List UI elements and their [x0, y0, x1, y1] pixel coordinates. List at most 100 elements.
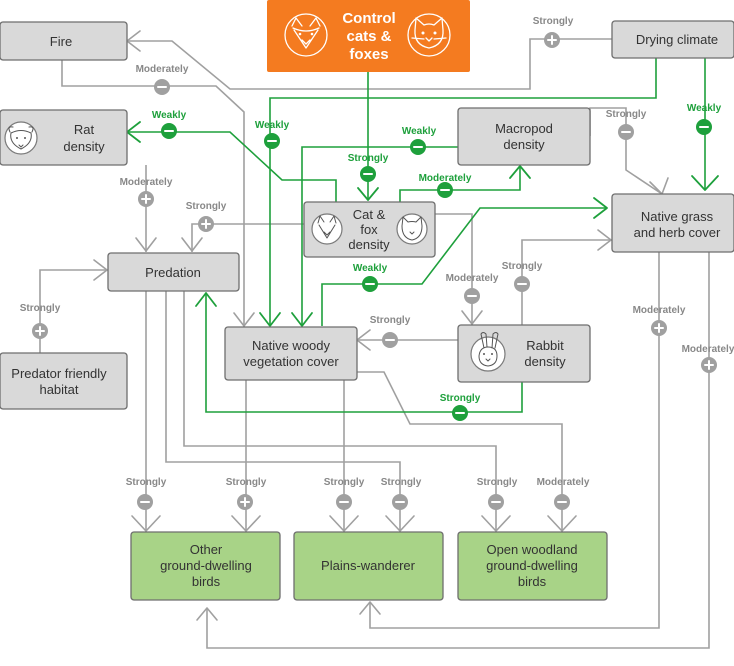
svg-text:Fire: Fire	[50, 34, 72, 49]
svg-text:Plains-wanderer: Plains-wanderer	[321, 558, 416, 573]
link-fire-to-woody: Moderately	[136, 64, 189, 95]
link-strength-label: Strongly	[126, 477, 167, 488]
link-catfox-to-predation: Strongly	[186, 201, 227, 232]
link-rabbit-to-predation: Strongly	[440, 393, 481, 421]
svg-text:Drying climate: Drying climate	[636, 32, 718, 47]
link-woody-to-plains: Strongly	[324, 477, 365, 510]
link-strength-label: Moderately	[446, 273, 499, 284]
link-predation-to-plains: Strongly	[381, 477, 422, 510]
link-labels: StronglyModeratelyWeaklyWeaklyStronglyWe…	[20, 16, 734, 510]
node-native-woody-vegetation-cover[interactable]: Native woody vegetation cover	[224, 326, 358, 381]
link-rabbit-to-woody: Strongly	[370, 315, 411, 348]
svg-text:density: density	[63, 139, 105, 154]
svg-text:foxes: foxes	[349, 46, 388, 63]
svg-text:Rat: Rat	[74, 122, 95, 137]
fox-face-icon	[311, 213, 343, 245]
svg-text:Control: Control	[342, 10, 395, 27]
node-fire[interactable]: Fire	[0, 21, 128, 61]
svg-text:Native grass: Native grass	[641, 209, 714, 224]
svg-text:birds: birds	[192, 574, 221, 589]
arrow-heads	[93, 30, 719, 621]
link-control-to-woody: Weakly	[255, 120, 290, 149]
link-strength-label: Strongly	[348, 153, 389, 164]
node-rabbit-density[interactable]: Rabbit density	[457, 324, 591, 383]
link-strength-label: Weakly	[687, 103, 722, 114]
link-strength-label: Weakly	[152, 110, 187, 121]
node-drying-climate[interactable]: Drying climate	[611, 20, 734, 59]
link-drying-to-grass: Weakly	[687, 103, 722, 135]
link-strength-label: Strongly	[226, 477, 267, 488]
node-plains-wanderer[interactable]: Plains-wanderer	[293, 531, 444, 601]
rabbit-face-icon	[470, 332, 506, 372]
link-strength-label: Strongly	[381, 477, 422, 488]
link-strength-label: Moderately	[633, 305, 686, 316]
svg-text:Rabbit: Rabbit	[526, 338, 564, 353]
link-catfox-to-grass: Weakly	[353, 263, 388, 292]
link-strength-label: Strongly	[606, 109, 647, 120]
svg-text:Cat &: Cat &	[353, 207, 386, 222]
cat-face-icon	[396, 213, 428, 245]
svg-text:cats &: cats &	[346, 28, 391, 45]
link-strength-label: Strongly	[477, 477, 518, 488]
node-other-ground-dwelling-birds[interactable]: Other ground-dwelling birds	[130, 531, 281, 601]
link-strength-label: Moderately	[120, 177, 173, 188]
svg-text:density: density	[348, 237, 390, 252]
svg-text:Predator friendly: Predator friendly	[11, 366, 107, 381]
node-predation[interactable]: Predation	[107, 252, 240, 292]
svg-text:ground-dwelling: ground-dwelling	[486, 558, 578, 573]
link-strength-label: Moderately	[136, 64, 189, 75]
link-catfox-to-rat: Weakly	[152, 110, 187, 139]
link-predation-to-woodland: Strongly	[477, 477, 518, 510]
link-strength-label: Strongly	[370, 315, 411, 326]
svg-text:Native woody: Native woody	[252, 338, 331, 353]
link-strength-label: Weakly	[353, 263, 388, 274]
svg-text:vegetation cover: vegetation cover	[243, 354, 339, 369]
node-native-grass-herb-cover[interactable]: Native grass and herb cover	[611, 193, 734, 253]
link-rat-to-predation: Moderately	[120, 177, 173, 207]
node-cat-fox-density[interactable]: Cat & fox density	[303, 201, 436, 258]
fox-face-icon	[284, 13, 328, 57]
link-catfox-to-macropod: Moderately	[419, 173, 472, 198]
link-strength-label: Strongly	[20, 303, 61, 314]
link-predation-to-other: Strongly	[126, 477, 167, 510]
link-woody-to-woodland: Moderately	[537, 477, 590, 510]
link-strength-label: Weakly	[255, 120, 290, 131]
rat-face-icon	[4, 121, 38, 155]
link-grass-to-other: Moderately	[682, 344, 734, 373]
svg-text:density: density	[503, 137, 545, 152]
link-drying-to-fire: Strongly	[533, 16, 574, 48]
node-rat-density[interactable]: Rat density	[0, 109, 128, 166]
link-strength-label: Moderately	[419, 173, 472, 184]
link-strength-label: Moderately	[682, 344, 734, 355]
link-catfox-to-rabbit: Moderately	[446, 273, 499, 304]
node-macropod-density[interactable]: Macropod density	[457, 107, 591, 166]
link-habitat-to-predation: Strongly	[20, 303, 61, 339]
link-woody-to-other: Strongly	[226, 477, 267, 510]
link-rabbit-to-grass: Strongly	[502, 261, 543, 292]
svg-text:density: density	[524, 354, 566, 369]
svg-text:ground-dwelling: ground-dwelling	[160, 558, 252, 573]
link-strength-label: Strongly	[502, 261, 543, 272]
link-control-to-catfox: Strongly	[348, 153, 389, 182]
link-strength-label: Strongly	[533, 16, 574, 27]
link-strength-label: Weakly	[402, 126, 437, 137]
svg-text:Open woodland: Open woodland	[486, 542, 577, 557]
link-catfox-to-woody: Weakly	[402, 126, 437, 155]
svg-text:habitat: habitat	[39, 382, 78, 397]
link-macropod-to-grass: Strongly	[606, 109, 647, 140]
svg-text:Other: Other	[190, 542, 223, 557]
link-grass-to-plains: Moderately	[633, 305, 686, 336]
node-predator-friendly-habitat[interactable]: Predator friendly habitat	[0, 352, 128, 410]
svg-text:Macropod: Macropod	[495, 121, 553, 136]
svg-text:birds: birds	[518, 574, 547, 589]
svg-text:and herb cover: and herb cover	[634, 225, 721, 240]
link-strength-label: Strongly	[324, 477, 365, 488]
link-strength-label: Moderately	[537, 477, 590, 488]
svg-text:Predation: Predation	[145, 265, 201, 280]
node-open-woodland-ground-dwelling-birds[interactable]: Open woodland ground-dwelling birds	[457, 531, 608, 601]
link-strength-label: Strongly	[440, 393, 481, 404]
link-strength-label: Strongly	[186, 201, 227, 212]
green-wires	[127, 58, 706, 413]
node-control-cats-foxes[interactable]: Control cats & foxes	[267, 0, 470, 72]
